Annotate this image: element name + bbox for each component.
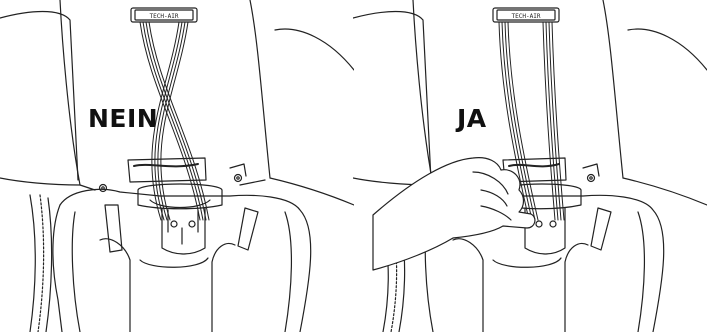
label-right: JA: [457, 104, 487, 133]
illustration-right: TECH-AIR: [353, 0, 707, 332]
connector-brand-text-right: TECH-AIR: [512, 13, 541, 20]
label-wrong: NEIN: [88, 104, 158, 133]
hand-illustration: [373, 158, 535, 270]
back-protector-outline: [60, 189, 311, 332]
connector-brand-text: TECH-AIR: [150, 13, 179, 20]
illustration-wrong: TECH-AIR: [0, 0, 354, 332]
jacket-outline: [0, 12, 78, 181]
diagram-panel-wrong: TECH-AIR NEIN: [0, 0, 354, 332]
diagram-panel-right: TECH-AIR JA: [353, 0, 707, 332]
